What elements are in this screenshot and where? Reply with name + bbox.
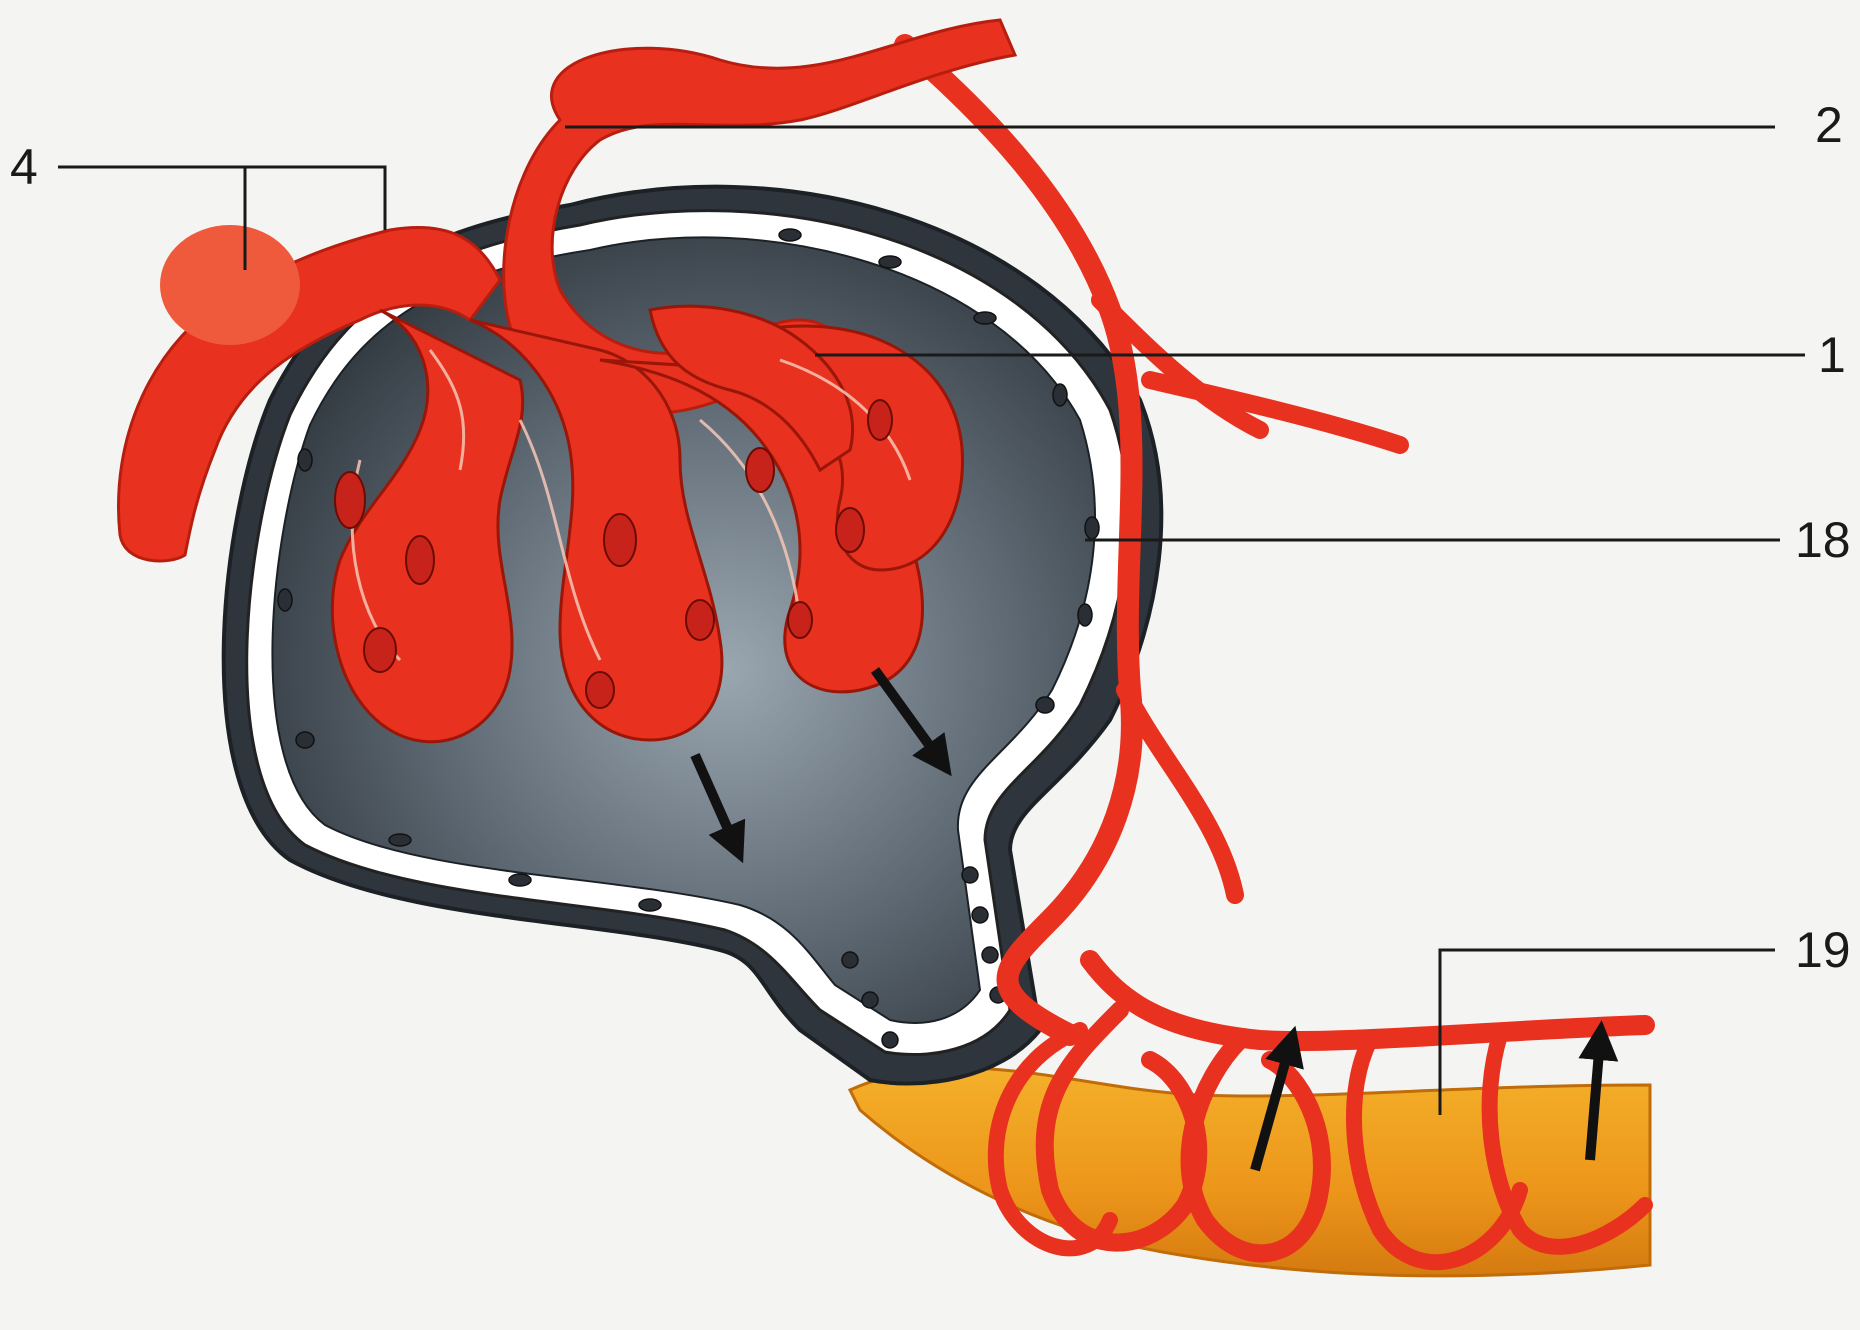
- label-1: 1: [1818, 330, 1846, 380]
- label-19: 19: [1795, 925, 1851, 975]
- label-4: 4: [10, 142, 38, 192]
- label-18: 18: [1795, 515, 1851, 565]
- label-2: 2: [1815, 100, 1843, 150]
